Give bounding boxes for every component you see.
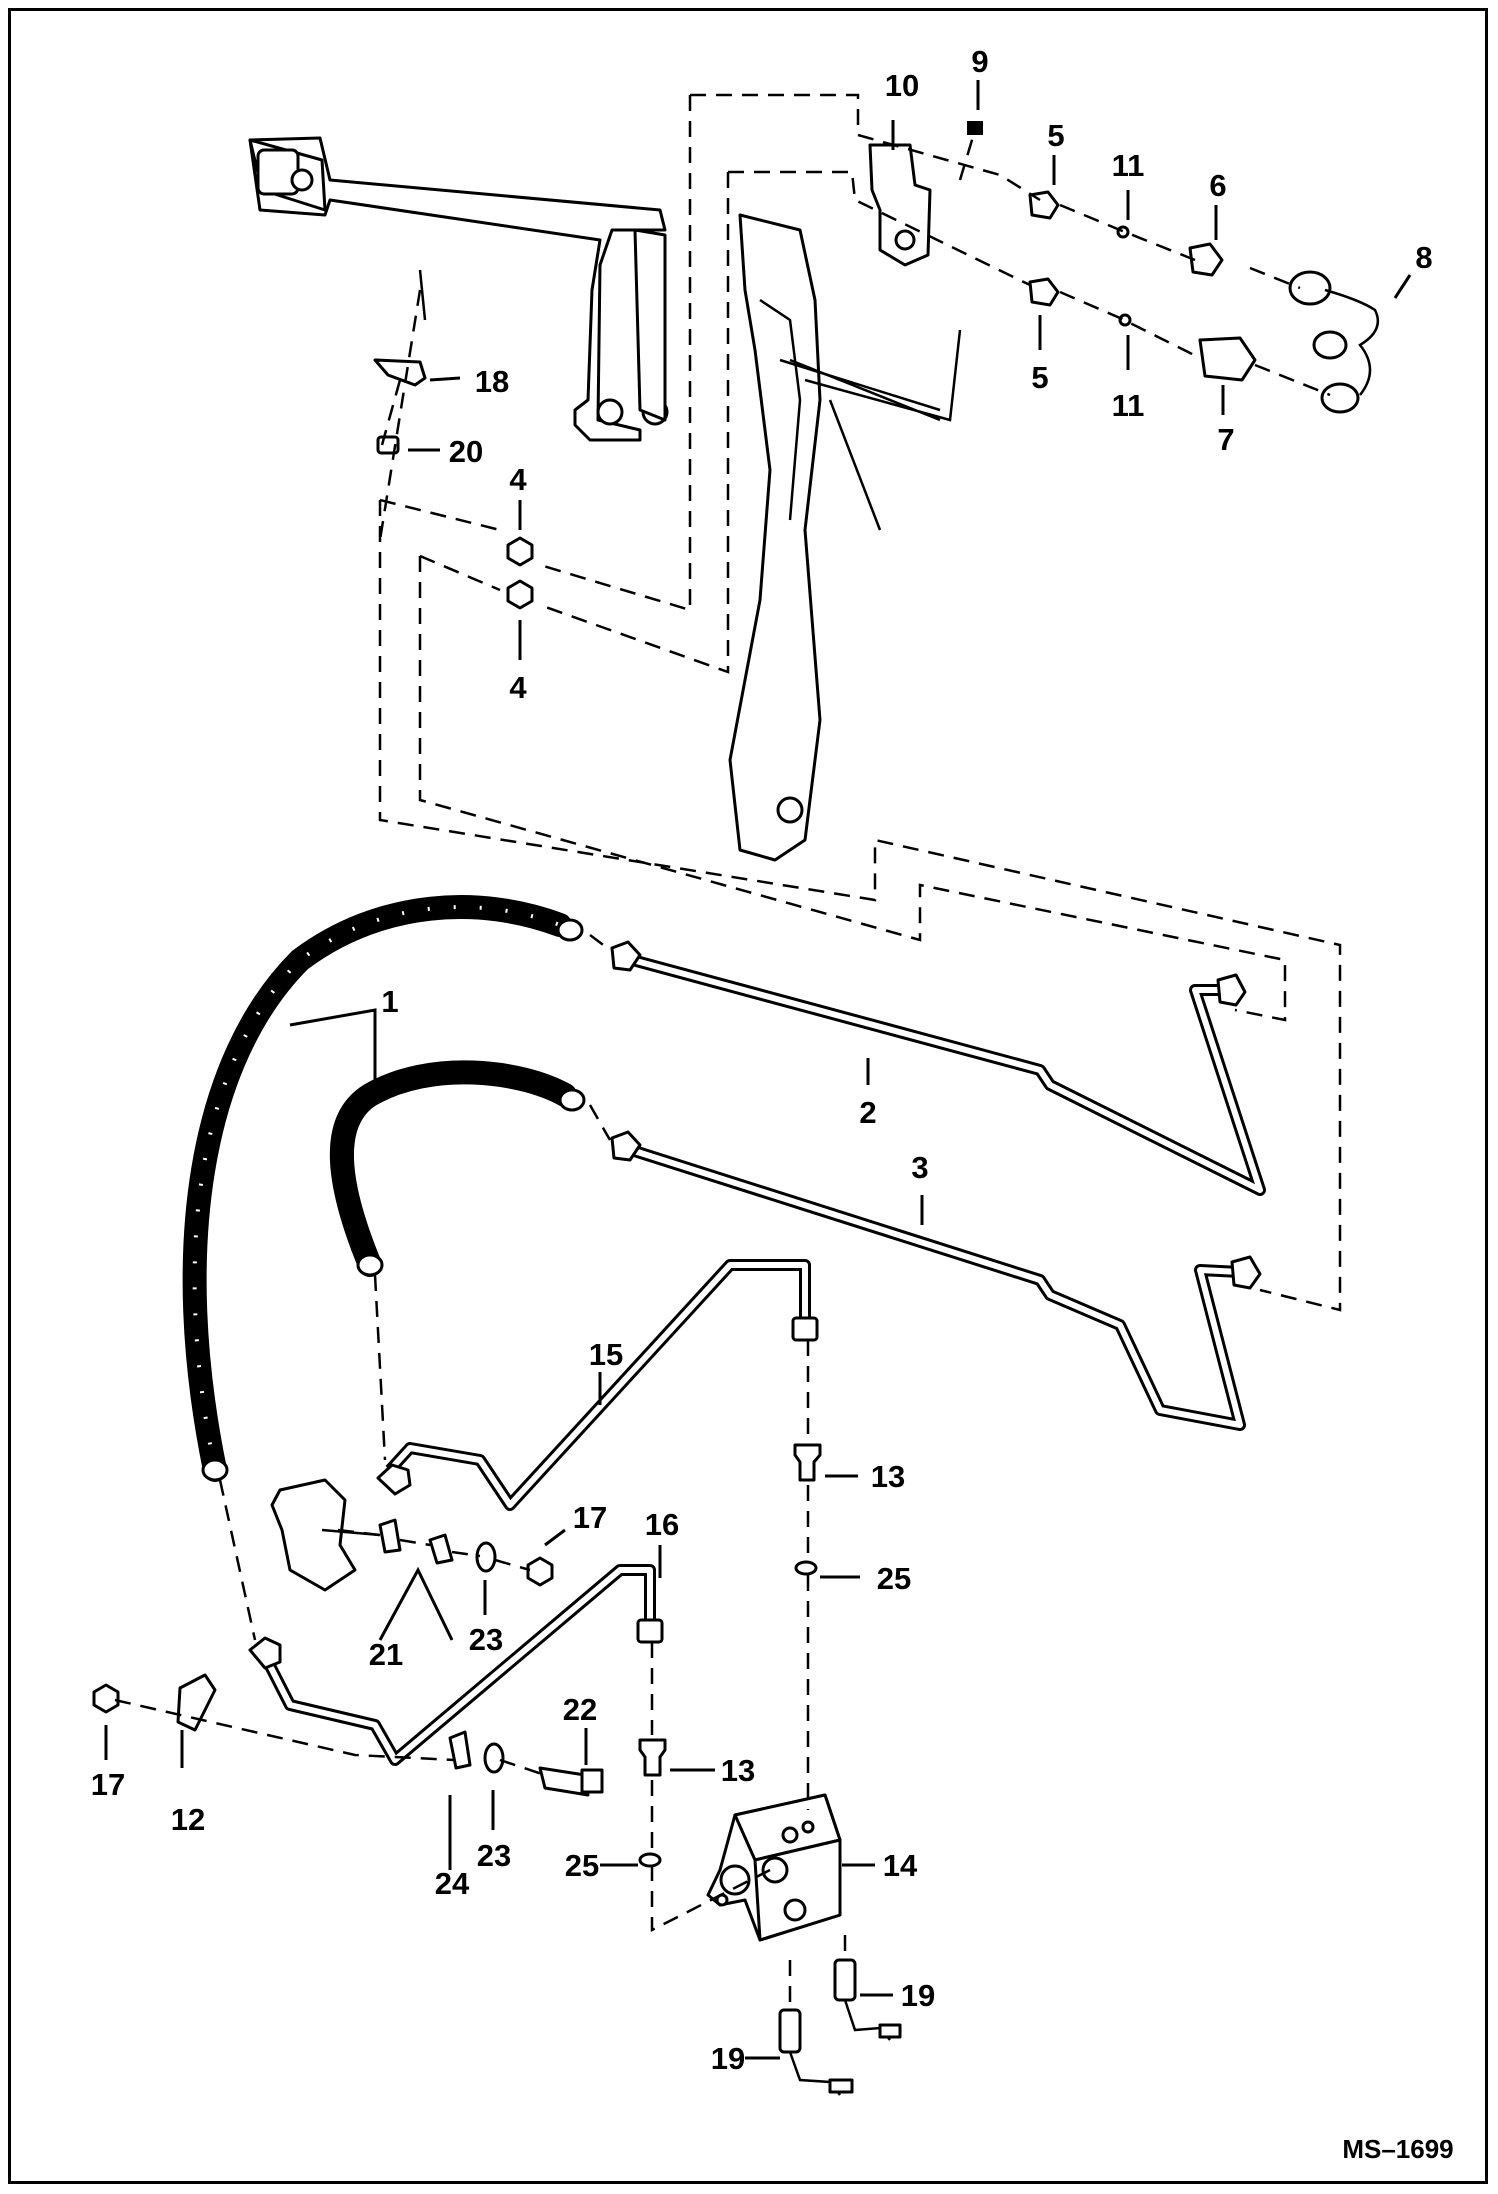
callout-19-left: 19 xyxy=(711,2041,745,2076)
callout-4-bottom: 4 xyxy=(509,670,527,705)
coupler-fittings xyxy=(1028,190,1380,414)
diagram-code: MS–1699 xyxy=(1342,2134,1453,2164)
callout-2: 2 xyxy=(859,1095,876,1130)
callout-6: 6 xyxy=(1209,168,1226,203)
callout-1: 1 xyxy=(381,984,398,1019)
callout-8: 8 xyxy=(1415,240,1432,275)
callout-17-upper: 17 xyxy=(573,1500,607,1535)
callout-23-upper: 23 xyxy=(469,1622,503,1657)
callout-14: 14 xyxy=(883,1848,918,1883)
loader-arm xyxy=(248,136,669,442)
callout-22: 22 xyxy=(563,1692,597,1727)
callout-9: 9 xyxy=(971,44,988,79)
switches-19 xyxy=(778,1958,902,2096)
callout-17-lower: 17 xyxy=(91,1767,125,1802)
callout-4-top: 4 xyxy=(509,462,527,497)
callout-labels: 1 2 3 4 4 5 5 6 7 8 9 10 11 11 12 13 13 … xyxy=(91,44,1433,2076)
callout-20: 20 xyxy=(449,434,483,469)
callout-16: 16 xyxy=(645,1507,679,1542)
steel-lines xyxy=(248,940,1266,1766)
dashed-connection-lines xyxy=(114,93,1342,2010)
callout-11-top: 11 xyxy=(1112,148,1145,183)
callout-5-top: 5 xyxy=(1047,118,1064,153)
callout-3: 3 xyxy=(911,1150,928,1185)
callout-12: 12 xyxy=(171,1802,205,1837)
callout-7: 7 xyxy=(1217,422,1234,457)
callout-15: 15 xyxy=(589,1337,623,1372)
callout-18: 18 xyxy=(475,364,509,399)
callout-19-right: 19 xyxy=(901,1978,935,2013)
callout-24: 24 xyxy=(435,1866,470,1901)
valve-block xyxy=(706,1793,842,1942)
lift-arm xyxy=(728,213,962,862)
callout-25-bottom: 25 xyxy=(565,1848,599,1883)
coupler-bracket xyxy=(868,121,983,267)
callout-13-top: 13 xyxy=(871,1459,905,1494)
callout-23-lower: 23 xyxy=(477,1838,511,1873)
hose-assembly xyxy=(182,895,586,1482)
callout-10: 10 xyxy=(885,68,919,103)
mount-hardware xyxy=(92,1478,604,1797)
callout-13-bottom: 13 xyxy=(721,1753,755,1788)
callout-21: 21 xyxy=(369,1637,403,1672)
leader-lines xyxy=(104,80,1412,2060)
fittings-13-25 xyxy=(638,1443,822,1868)
callout-11-bottom: 11 xyxy=(1112,388,1145,423)
callout-25-top: 25 xyxy=(877,1561,911,1596)
callout-5-bottom: 5 xyxy=(1031,360,1048,395)
